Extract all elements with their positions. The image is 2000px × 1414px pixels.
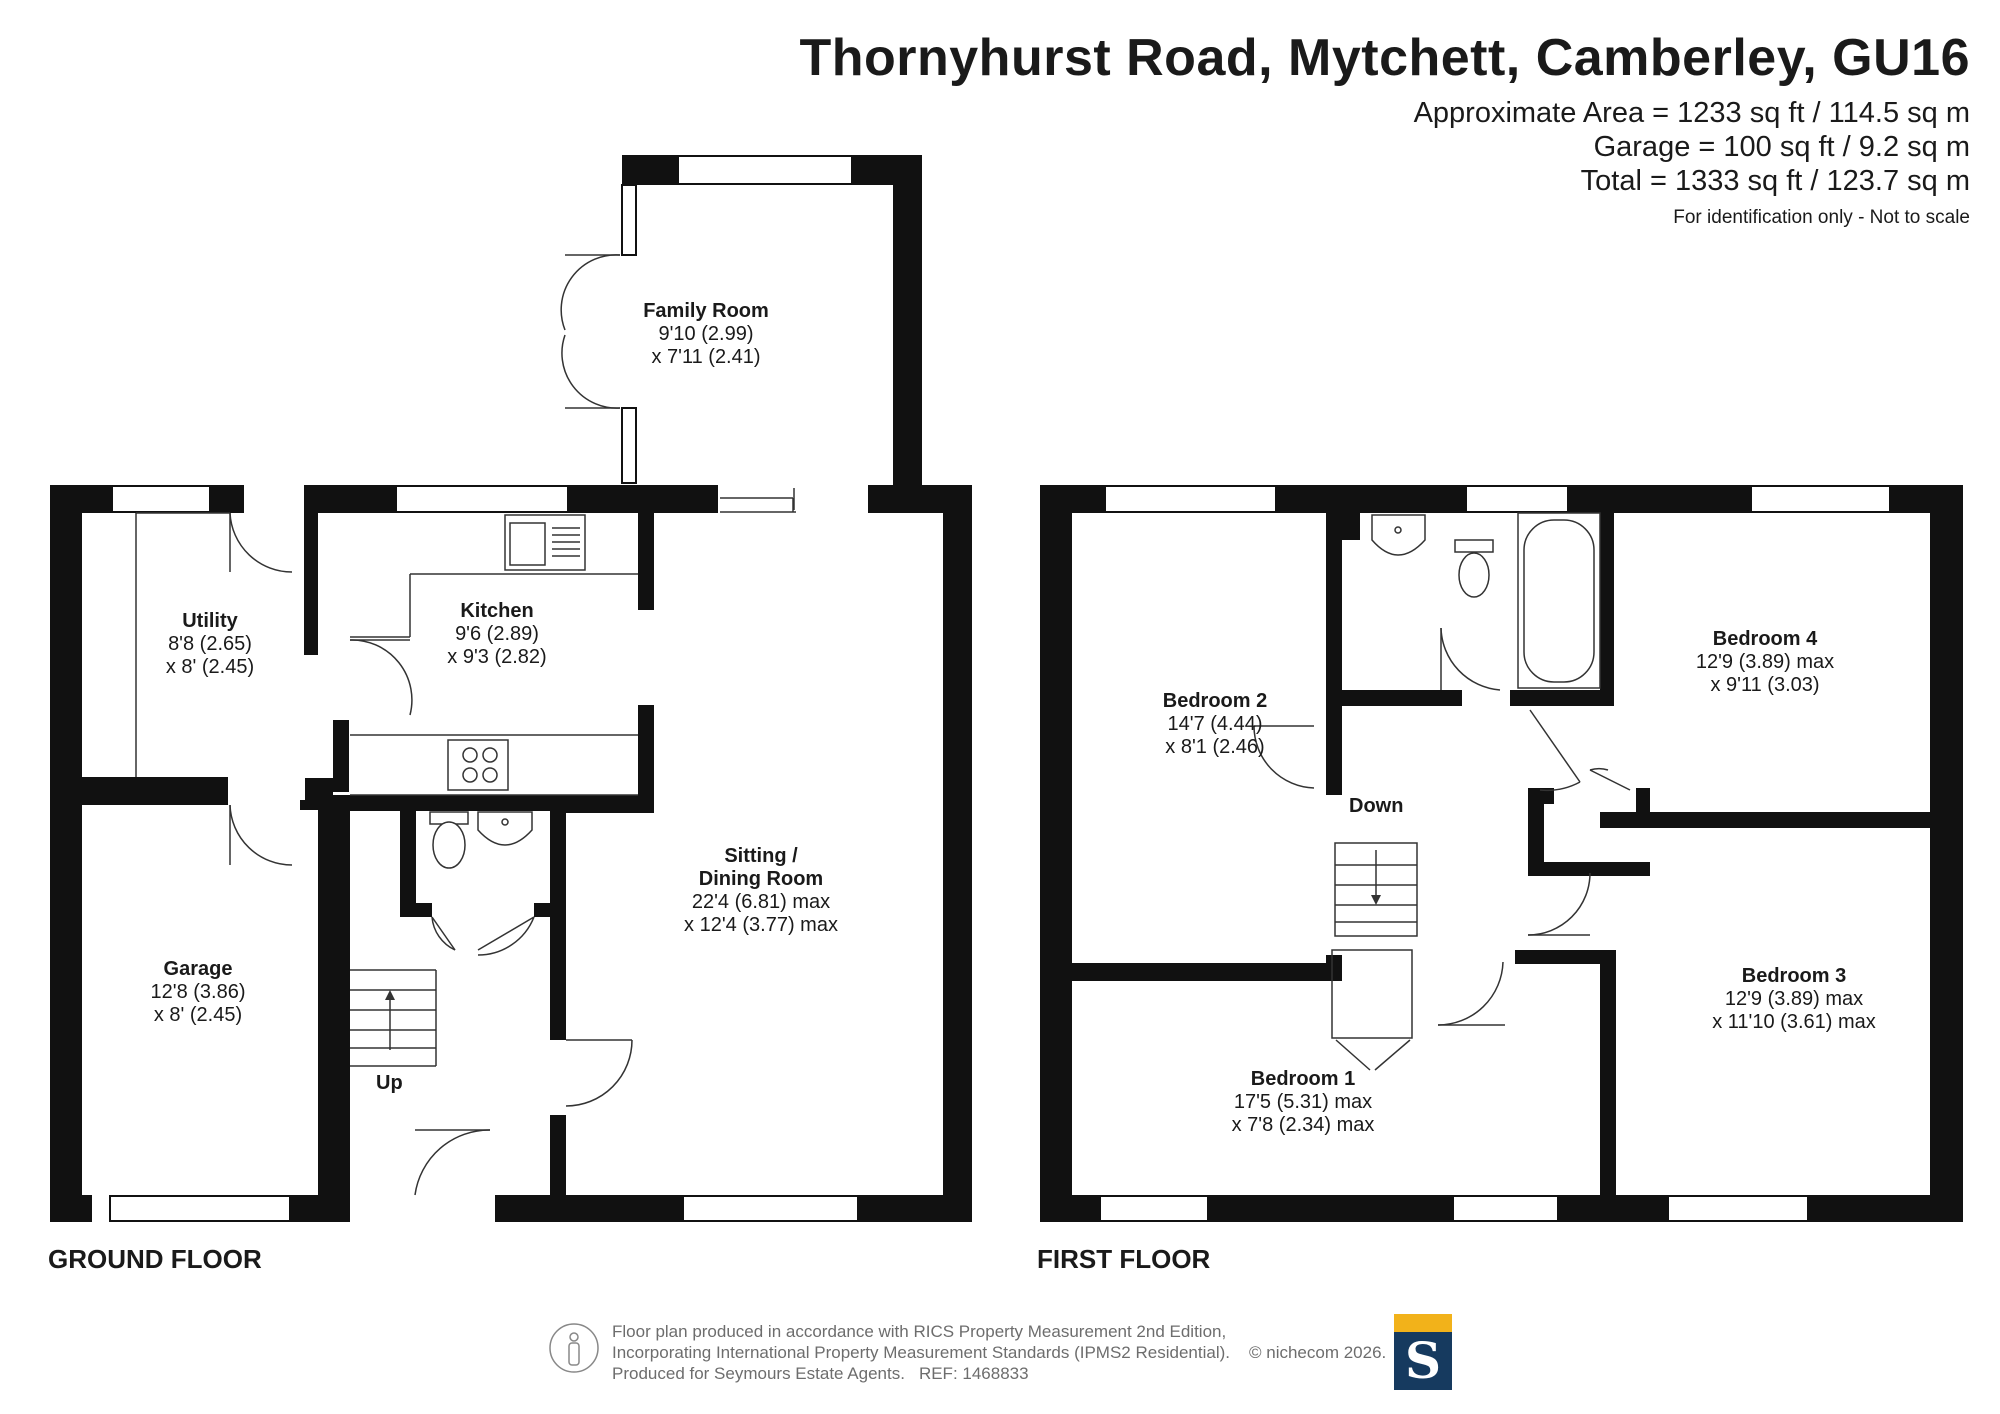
first-floor-plan: [1040, 485, 1963, 1222]
first-toilet-icon: [1454, 539, 1494, 598]
seymours-logo: S: [1394, 1314, 1452, 1390]
room-dim: x 8'1 (2.46): [1165, 736, 1265, 758]
room-dim: 22'4 (6.81) max: [691, 891, 831, 913]
stairs-down-label: Down: [1349, 795, 1404, 817]
first-doors: [1253, 627, 1631, 1071]
basin-icon: [477, 811, 533, 846]
room-dim: 8'8 (2.65): [168, 633, 252, 655]
room-name: Family Room: [643, 300, 769, 322]
ground-floor-label: GROUND FLOOR: [48, 1244, 262, 1274]
footer-notes: Floor plan produced in accordance with R…: [612, 1321, 1230, 1384]
ground-floor-plan: [50, 155, 972, 1222]
room-dim: x 9'3 (2.82): [447, 646, 547, 668]
room-name: Garage: [163, 958, 233, 980]
room-dim: 17'5 (5.31) max: [1233, 1091, 1373, 1113]
footer-line: Floor plan produced in accordance with R…: [612, 1322, 1227, 1341]
kitchen-sink-icon: [504, 514, 586, 571]
room-name: Bedroom 4: [1712, 628, 1818, 650]
room-name: Bedroom 2: [1162, 690, 1268, 712]
logo-letter: S: [1394, 1332, 1452, 1390]
property-address: Thornyhurst Road, Mytchett, Camberley, G…: [799, 29, 1970, 87]
room-dim: 12'8 (3.86): [150, 981, 246, 1003]
room-name: Kitchen: [460, 600, 534, 622]
ground-windows: [109, 155, 859, 1222]
first-windows: [1099, 485, 1891, 1222]
disclaimer: For identification only - Not to scale: [1673, 207, 1970, 228]
room-dim: x 8' (2.45): [165, 656, 255, 678]
room-dim: x 7'11 (2.41): [651, 346, 761, 368]
room-dim: 14'7 (4.44): [1167, 713, 1263, 735]
room-name: Dining Room: [698, 868, 824, 890]
room-name: Bedroom 3: [1741, 965, 1847, 987]
first-walls: [1040, 485, 1963, 1222]
copyright: © nichecom 2026.: [1249, 1343, 1387, 1362]
total-area: Total = 1333 sq ft / 123.7 sq m: [1580, 165, 1970, 197]
reference-number: REF: 1468833: [918, 1364, 1029, 1383]
first-floor-label: FIRST FLOOR: [1037, 1244, 1211, 1274]
room-dim: x 9'11 (3.03): [1710, 674, 1820, 696]
approximate-area: Approximate Area = 1233 sq ft / 114.5 sq…: [1413, 97, 1970, 129]
room-dim: 9'10 (2.99): [658, 323, 754, 345]
ground-walls: [50, 155, 972, 1222]
room-dim: x 11'10 (3.61) max: [1712, 1011, 1876, 1033]
room-dim: x 7'8 (2.34) max: [1231, 1114, 1375, 1136]
footer-line: Produced for Seymours Estate Agents.: [612, 1364, 905, 1383]
room-dim: x 12'4 (3.77) max: [684, 914, 838, 936]
first-basin-icon: [1371, 514, 1426, 556]
room-dim: x 8' (2.45): [153, 1004, 243, 1026]
first-fixtures: [1331, 512, 1601, 1039]
hob-icon: [447, 739, 509, 791]
room-name: Utility: [182, 610, 238, 632]
garage-area: Garage = 100 sq ft / 9.2 sq m: [1593, 131, 1970, 163]
room-dim: 12'9 (3.89) max: [1724, 988, 1864, 1010]
room-dim: 9'6 (2.89): [455, 623, 539, 645]
ground-fixtures: [135, 497, 796, 1067]
room-dim: 12'9 (3.89) max: [1695, 651, 1835, 673]
room-name: Bedroom 1: [1250, 1068, 1356, 1090]
rics-measurement-icon: [549, 1323, 599, 1373]
toilet-icon: [429, 811, 469, 869]
footer-line: Incorporating International Property Mea…: [612, 1343, 1230, 1362]
room-name: Sitting /: [724, 845, 798, 867]
stairs-up-label: Up: [376, 1072, 403, 1094]
ground-doors: [229, 254, 795, 1196]
